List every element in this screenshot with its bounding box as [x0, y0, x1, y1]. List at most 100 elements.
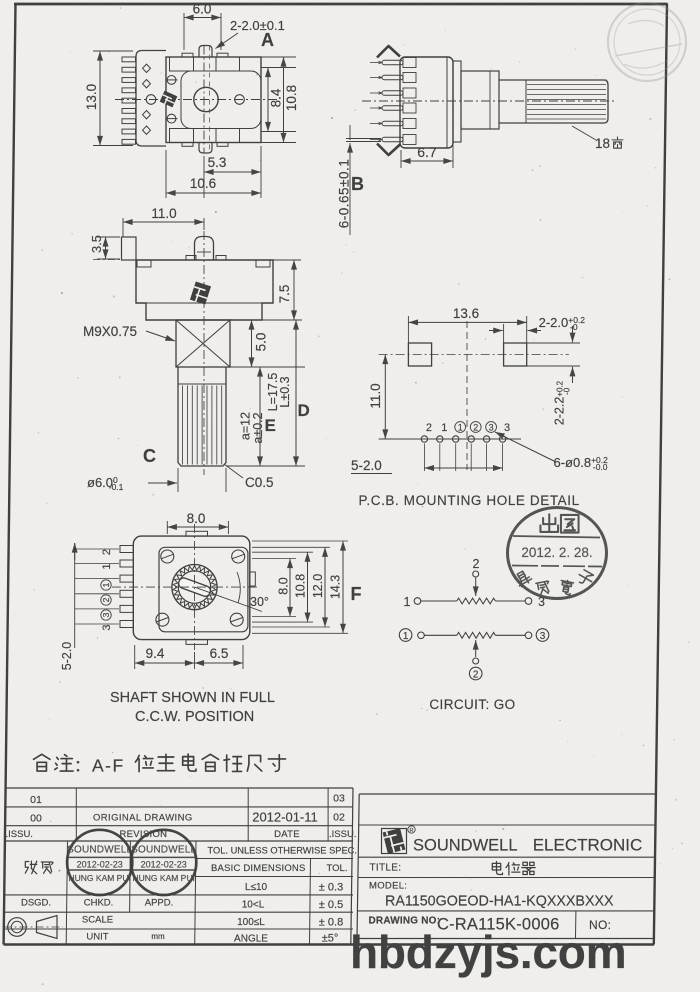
svg-text:SOUNDWELL: SOUNDWELL — [131, 845, 196, 856]
svg-text:6.0: 6.0 — [193, 2, 212, 17]
svg-text:± 0.8: ± 0.8 — [319, 917, 343, 929]
svg-text:6-0.65±0.1: 6-0.65±0.1 — [337, 159, 352, 228]
svg-text:7.5: 7.5 — [277, 285, 292, 304]
svg-text:2012-01-11: 2012-01-11 — [252, 810, 318, 825]
svg-text:2-2.0+0.2-0: 2-2.0+0.2-0 — [539, 315, 586, 332]
svg-text:10.6: 10.6 — [190, 176, 216, 191]
svg-text:L±0.3: L±0.3 — [278, 376, 292, 407]
svg-text:2: 2 — [101, 549, 113, 555]
svg-text:SHAFT SHOWN IN FULL: SHAFT SHOWN IN FULL — [110, 690, 275, 706]
svg-text:NO:: NO: — [589, 918, 611, 932]
svg-text:CIRCUIT: GO: CIRCUIT: GO — [429, 697, 515, 712]
svg-text:ELECTRONIC: ELECTRONIC — [533, 836, 643, 855]
svg-text:C.C.W. POSITION: C.C.W. POSITION — [135, 709, 254, 725]
svg-text:10.8: 10.8 — [284, 85, 299, 111]
svg-text:2: 2 — [473, 670, 479, 681]
svg-text:2012-02-23: 2012-02-23 — [77, 860, 123, 870]
svg-text:F: F — [351, 584, 362, 604]
svg-text:2: 2 — [473, 423, 478, 433]
svg-text:RA1150GOEOD-HA1-KQXXXBXXX: RA1150GOEOD-HA1-KQXXXBXXX — [385, 894, 614, 910]
svg-text:ANGLE: ANGLE — [234, 934, 268, 945]
svg-text:2: 2 — [101, 597, 111, 602]
svg-text:8.0: 8.0 — [187, 511, 206, 526]
svg-text:SCALE: SCALE — [82, 915, 113, 926]
svg-text:A-F: A-F — [92, 756, 125, 776]
svg-text:5-2.0: 5-2.0 — [351, 458, 382, 473]
svg-text:3: 3 — [489, 423, 494, 433]
svg-text:P.C.B. MOUNTING HOLE DETAIL: P.C.B. MOUNTING HOLE DETAIL — [359, 493, 580, 508]
svg-text:.ISSU.: .ISSU. — [329, 829, 356, 840]
svg-text:100≤L: 100≤L — [237, 917, 265, 928]
svg-text:HUNG KAM PUI: HUNG KAM PUI — [69, 873, 131, 883]
svg-text:B: B — [351, 174, 364, 194]
svg-text:2012-02-23: 2012-02-23 — [141, 860, 187, 870]
svg-text:1: 1 — [101, 563, 113, 569]
svg-text:2012. 2. 28.: 2012. 2. 28. — [521, 545, 592, 560]
svg-text:10.8: 10.8 — [293, 574, 307, 598]
svg-text:TOL.: TOL. — [327, 863, 348, 874]
svg-text:30°: 30° — [250, 595, 269, 609]
svg-text:APPD.: APPD. — [145, 898, 174, 909]
svg-text:a=12: a=12 — [238, 412, 252, 440]
svg-text:18: 18 — [595, 136, 610, 151]
svg-text:UNIT: UNIT — [86, 932, 108, 943]
svg-text:REVISION: REVISION — [120, 829, 168, 840]
svg-text:2: 2 — [426, 422, 432, 434]
svg-text:11.0: 11.0 — [368, 383, 383, 408]
svg-text:5.3: 5.3 — [208, 155, 227, 170]
svg-text:：: ： — [74, 758, 90, 775]
svg-text:CHKD.: CHKD. — [84, 898, 114, 909]
svg-text:3.5: 3.5 — [89, 235, 104, 253]
svg-text:mm: mm — [151, 932, 165, 941]
svg-text:TOL. UNLESS OTHERWISE SPEC.: TOL. UNLESS OTHERWISE SPEC. — [208, 846, 357, 856]
svg-text:3: 3 — [101, 624, 113, 630]
svg-text:C-RA115K-0006: C-RA115K-0006 — [437, 916, 559, 934]
svg-text:E: E — [265, 416, 276, 435]
svg-text:R: R — [410, 828, 414, 834]
svg-text:03: 03 — [333, 793, 345, 805]
svg-text:6.7: 6.7 — [417, 144, 437, 160]
svg-text:SOUNDWELL: SOUNDWELL — [67, 845, 132, 856]
svg-text:2-2.0±0.1: 2-2.0±0.1 — [230, 18, 285, 33]
svg-text:5-2.0: 5-2.0 — [60, 642, 74, 671]
svg-text:a±0.2: a±0.2 — [251, 412, 265, 443]
svg-text:DSGD.: DSGD. — [21, 898, 51, 909]
svg-text:D: D — [298, 401, 310, 420]
svg-text:3: 3 — [504, 422, 510, 434]
svg-text:12.0: 12.0 — [311, 574, 325, 598]
svg-text:1: 1 — [458, 423, 463, 433]
svg-text:BASIC DIMENSIONS: BASIC DIMENSIONS — [211, 863, 306, 874]
svg-text:M9X0.75: M9X0.75 — [83, 324, 137, 339]
svg-text:8.0: 8.0 — [276, 577, 290, 594]
svg-text:L≤10: L≤10 — [245, 882, 268, 893]
svg-text:3: 3 — [101, 612, 111, 617]
svg-text:02: 02 — [333, 812, 345, 824]
svg-text:13.0: 13.0 — [84, 84, 99, 110]
svg-text:±5°: ±5° — [322, 933, 339, 945]
svg-text:L=17.5: L=17.5 — [266, 373, 280, 412]
svg-text:2: 2 — [473, 557, 480, 571]
svg-text:C0.5: C0.5 — [245, 475, 274, 490]
svg-text:HUNG KAM PUI: HUNG KAM PUI — [133, 873, 195, 883]
svg-text:3: 3 — [540, 631, 546, 642]
svg-text:1: 1 — [441, 422, 447, 434]
svg-text:1: 1 — [404, 595, 411, 609]
svg-text:6.5: 6.5 — [210, 646, 229, 661]
svg-text:ORIGINAL DRAWING: ORIGINAL DRAWING — [93, 813, 193, 824]
svg-text:6-ø0.8+0.2-0.0: 6-ø0.8+0.2-0.0 — [554, 455, 609, 472]
svg-text:10<L: 10<L — [242, 900, 265, 911]
svg-text:1: 1 — [101, 582, 111, 587]
svg-text:± 0.3: ± 0.3 — [319, 882, 343, 894]
svg-text:01: 01 — [30, 794, 42, 806]
svg-text:11.0: 11.0 — [151, 206, 176, 221]
svg-text:TITLE:: TITLE: — [370, 863, 402, 874]
svg-text:9.4: 9.4 — [146, 646, 165, 661]
svg-text:± 0.5: ± 0.5 — [319, 899, 343, 911]
svg-text:00: 00 — [30, 813, 42, 825]
svg-text:ø6.00-0.1: ø6.00-0.1 — [87, 475, 124, 492]
svg-text:5.0: 5.0 — [254, 333, 269, 352]
svg-text:hbdzyjs.com: hbdzyjs.com — [350, 926, 626, 978]
svg-text:13.6: 13.6 — [453, 306, 479, 321]
svg-text:SOUNDWELL: SOUNDWELL — [413, 837, 518, 855]
svg-text:A: A — [261, 30, 274, 50]
